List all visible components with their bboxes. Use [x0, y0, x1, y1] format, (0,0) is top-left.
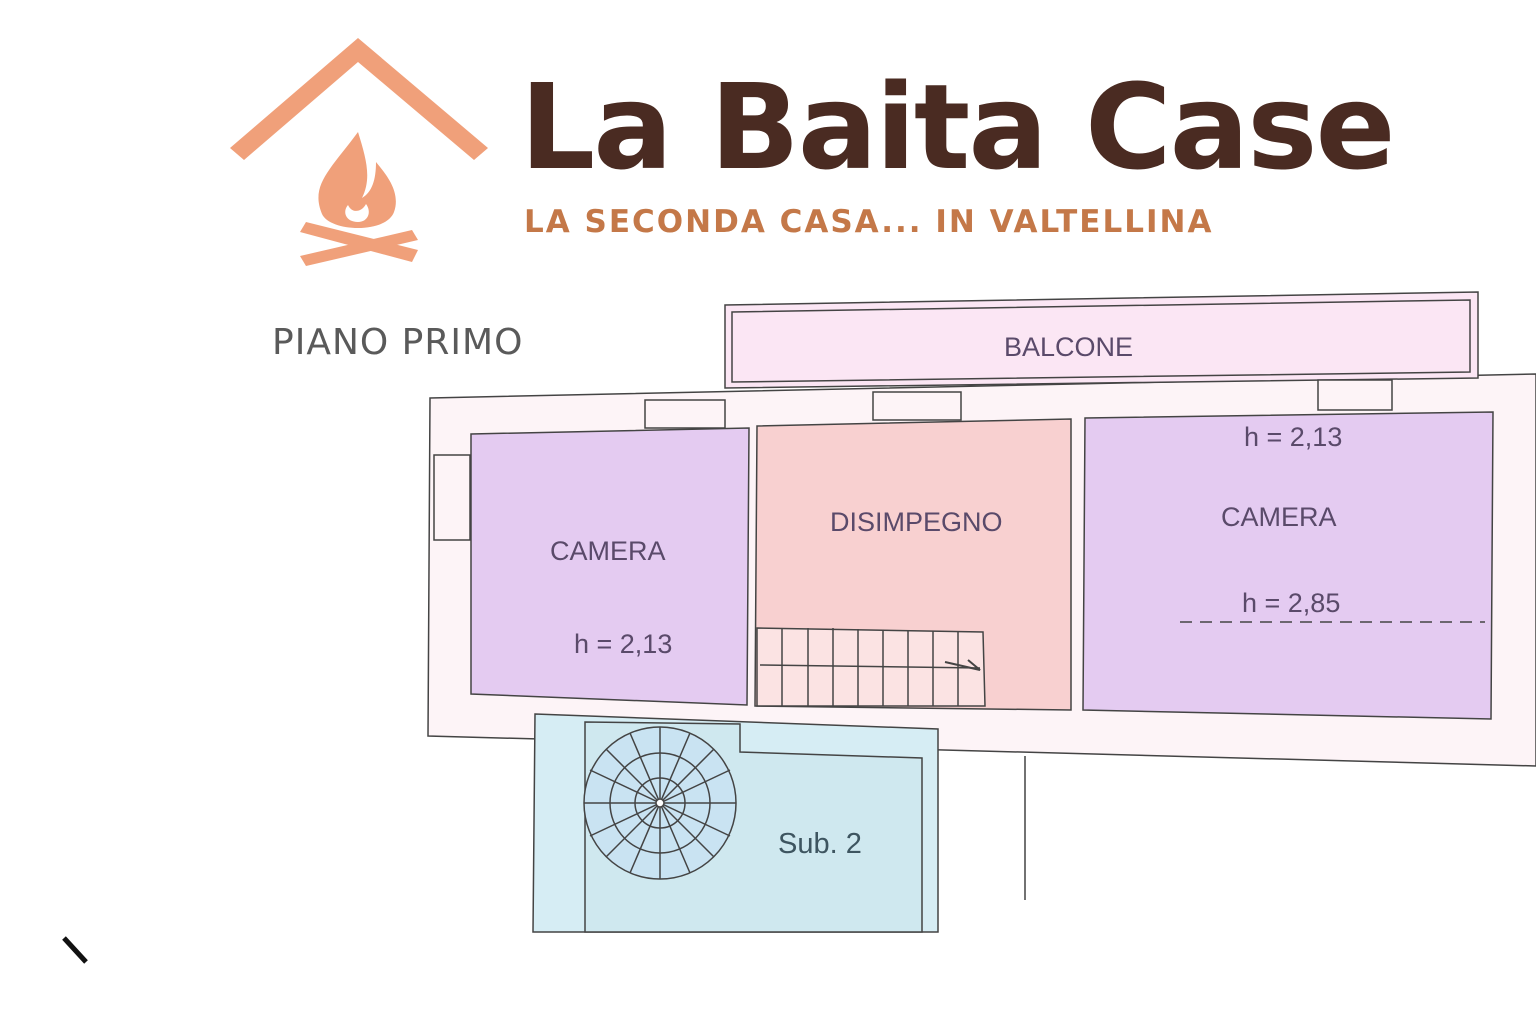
room-label-disimpegno: DISIMPEGNO: [830, 507, 1003, 537]
window: [433, 454, 471, 541]
spiral-staircase: [583, 726, 737, 880]
staircase: [756, 627, 986, 707]
height-label: h = 2,13: [574, 629, 672, 659]
house-fire-icon: [230, 38, 488, 266]
height-label: h = 2,13: [1244, 422, 1342, 452]
height-label: h = 2,85: [1242, 588, 1340, 618]
brand-name: La Baita Case: [520, 58, 1396, 196]
room-camera-left: [470, 427, 750, 706]
room-label-balcone: BALCONE: [1004, 332, 1133, 362]
mark: [62, 936, 88, 964]
room-label-camera-left: CAMERA: [550, 536, 666, 566]
window: [644, 399, 726, 429]
brand-tagline: LA SECONDA CASA... IN VALTELLINA: [524, 204, 1214, 240]
floor-label: PIANO PRIMO: [272, 322, 524, 363]
window: [1317, 379, 1393, 411]
unit-label-sub2: Sub. 2: [778, 828, 862, 860]
window: [872, 391, 962, 421]
balcony: [724, 291, 1479, 389]
room-label-camera-right: CAMERA: [1221, 502, 1337, 532]
room-camera-right: [1082, 411, 1494, 720]
